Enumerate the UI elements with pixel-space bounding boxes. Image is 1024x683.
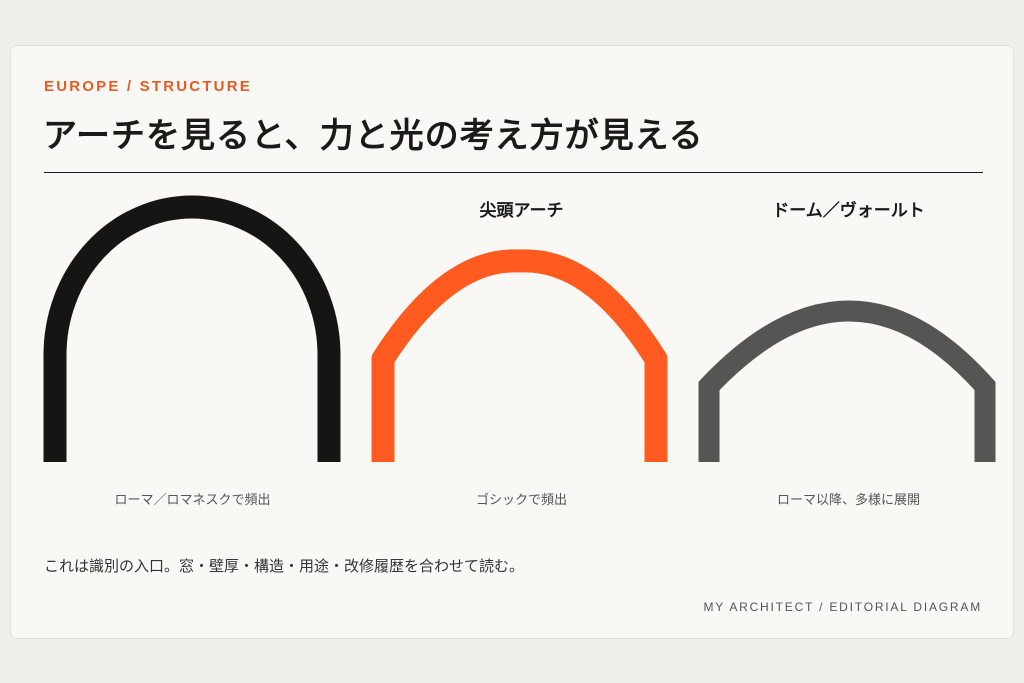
arch-label-dome-vault: ドーム／ヴォールト <box>772 201 925 221</box>
arch-caption-semicircular: ローマ／ロマネスクで頻出 <box>114 493 271 508</box>
page-title: アーチを見ると、力と光の考え方が見える <box>43 116 704 156</box>
arch-caption-dome-vault: ローマ以降、多様に展開 <box>776 493 920 508</box>
footer-credit: MY ARCHITECT / EDITORIAL DIAGRAM <box>703 600 982 614</box>
dome-vault-arch-shape <box>698 300 996 462</box>
arch-caption-pointed: ゴシックで頻出 <box>475 493 567 508</box>
semicircular-arch-shape <box>43 195 341 462</box>
section-eyebrow: EUROPE / STRUCTURE <box>44 78 252 95</box>
reading-note: これは識別の入口。窓・壁厚・構造・用途・改修履歴を合わせて読む。 <box>44 557 525 575</box>
arch-label-pointed: 尖頭アーチ <box>479 201 564 221</box>
pointed-arch-shape <box>371 249 668 462</box>
title-divider <box>44 172 983 173</box>
diagram-card: EUROPE / STRUCTURE アーチを見ると、力と光の考え方が見える 半… <box>10 45 1014 639</box>
arch-diagram <box>43 195 996 462</box>
